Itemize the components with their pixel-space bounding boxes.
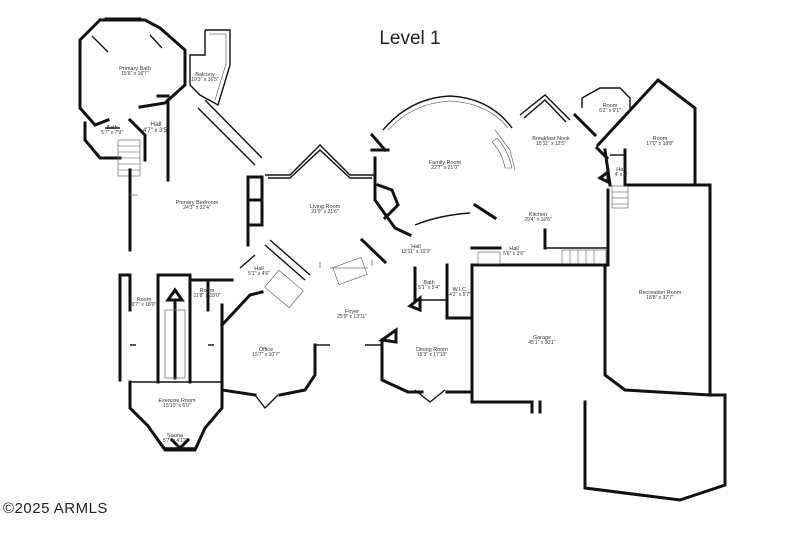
dining-room-walls xyxy=(365,327,474,403)
exercise-room-walls xyxy=(128,380,224,452)
primary-bedroom-walls xyxy=(128,99,264,252)
bath-hall-walls xyxy=(83,94,170,182)
left-rooms-walls xyxy=(118,273,234,384)
level-title: Level 1 xyxy=(379,28,441,49)
family-room-walls xyxy=(359,95,516,265)
living-room-walls xyxy=(264,144,375,281)
misc-details xyxy=(130,194,373,285)
office-walls xyxy=(219,269,330,410)
balcony-walls xyxy=(189,29,231,107)
recreation-room-walls xyxy=(603,183,712,397)
kitchen-walls xyxy=(470,188,610,267)
breakfast-nook-walls xyxy=(519,94,610,161)
right-rooms-walls xyxy=(581,77,697,209)
garage-walls xyxy=(470,393,727,502)
primary-bath-walls xyxy=(78,17,187,127)
room-label-wic: W.I.C.4'2" x 5'7" xyxy=(449,287,471,299)
copyright-text: ©2025 ARMLS xyxy=(3,500,108,517)
